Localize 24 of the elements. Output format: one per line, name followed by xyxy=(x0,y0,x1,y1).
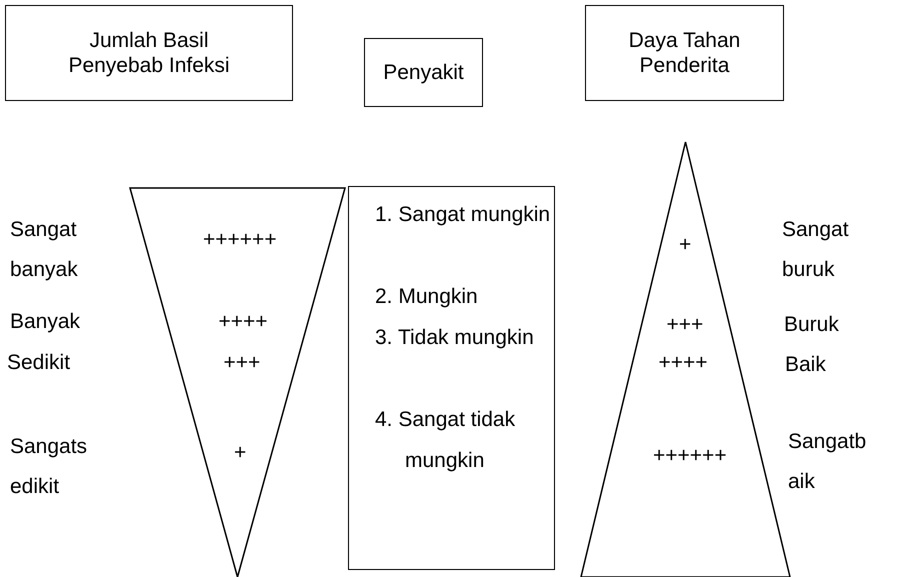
label-box: Penyakit xyxy=(364,38,483,107)
level-label: Sangat banyak xyxy=(10,217,79,283)
level-label: Buruk xyxy=(784,312,840,338)
list-item: 2. Mungkin xyxy=(375,284,479,310)
plus-rating: + xyxy=(679,232,692,258)
level-label: Sangats edikit xyxy=(10,434,88,500)
list-item: 3. Tidak mungkin xyxy=(375,325,535,351)
level-label: Sedikit xyxy=(7,350,72,376)
level-label: Sangat buruk xyxy=(782,217,850,283)
level-label: Banyak xyxy=(10,309,82,335)
list-item: 4. Sangat tidak mungkin xyxy=(375,407,516,474)
level-label: Baik xyxy=(785,352,827,378)
plus-rating: + xyxy=(234,440,246,466)
plus-rating: ++++++ xyxy=(653,443,727,468)
plus-rating: ++++ xyxy=(218,309,268,334)
label-box: Jumlah Basil Penyebab Infeksi xyxy=(5,5,293,101)
list-item: 1. Sangat mungkin xyxy=(375,202,552,228)
plus-rating: ++++ xyxy=(658,350,708,376)
level-label: Sangatb aik xyxy=(788,429,868,495)
plus-rating: ++++++ xyxy=(203,227,277,252)
list-box xyxy=(348,186,555,570)
plus-rating: +++ xyxy=(666,312,704,338)
label-box: Daya Tahan Penderita xyxy=(585,5,784,101)
plus-rating: +++ xyxy=(224,350,260,376)
